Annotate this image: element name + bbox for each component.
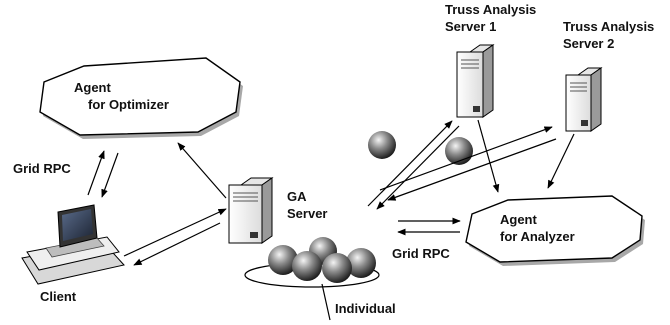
arrow-ga-to-optimizer	[177, 142, 227, 199]
server-tower-icon	[228, 177, 274, 244]
connection-arrows	[87, 119, 575, 266]
arrow-server2-to-ga	[387, 138, 557, 201]
grid-rpc-label-left: Grid RPC	[13, 161, 71, 176]
agent-analyzer-label-2: for Analyzer	[500, 229, 575, 244]
truss-server-1-label-2: Server 1	[445, 19, 496, 34]
ga-server: GA Server	[228, 177, 327, 244]
sphere-icon	[268, 245, 298, 275]
individual-pointer-line	[321, 283, 331, 321]
client-label: Client	[40, 289, 77, 304]
agent-optimizer-label-2: for Optimizer	[88, 97, 169, 112]
agent-optimizer-node: Agent for Optimizer	[39, 57, 243, 139]
arrow-client-to-optimizer	[87, 150, 105, 196]
agent-analyzer-node: Agent for Analyzer	[465, 195, 645, 266]
sphere-icon	[368, 131, 396, 159]
sphere-icon	[346, 248, 376, 278]
client-node: Client	[21, 204, 125, 304]
arrow-optimizer-to-client	[101, 152, 119, 198]
ga-server-label-2: Server	[287, 206, 327, 221]
ga-server-label-1: GA	[287, 189, 307, 204]
laptop-icon	[21, 204, 125, 285]
arrow-server2-to-analyzer	[547, 133, 575, 189]
arrow-ga-to-server2	[379, 126, 553, 191]
arrow-ga-to-server1	[367, 120, 453, 207]
grid-rpc-label-bottom: Grid RPC	[392, 246, 450, 261]
truss-server-1: Truss Analysis Server 1	[445, 2, 536, 118]
individual-pool: Individual	[244, 131, 473, 321]
truss-server-2-label-1: Truss Analysis	[563, 19, 654, 34]
arrow-ga-to-client	[133, 222, 221, 266]
arrow-client-to-ga	[123, 208, 227, 257]
truss-server-2: Truss Analysis Server 2	[563, 19, 654, 132]
agent-optimizer-label-1: Agent	[74, 80, 112, 95]
server-tower-icon	[565, 67, 603, 132]
arrow-server1-to-analyzer	[477, 119, 500, 193]
agent-analyzer-label-1: Agent	[500, 212, 538, 227]
individual-label: Individual	[335, 301, 396, 316]
truss-server-1-label-1: Truss Analysis	[445, 2, 536, 17]
server-tower-icon	[456, 44, 495, 118]
sphere-icon	[292, 251, 322, 281]
sphere-icon	[322, 253, 352, 283]
truss-server-2-label-2: Server 2	[563, 36, 614, 51]
